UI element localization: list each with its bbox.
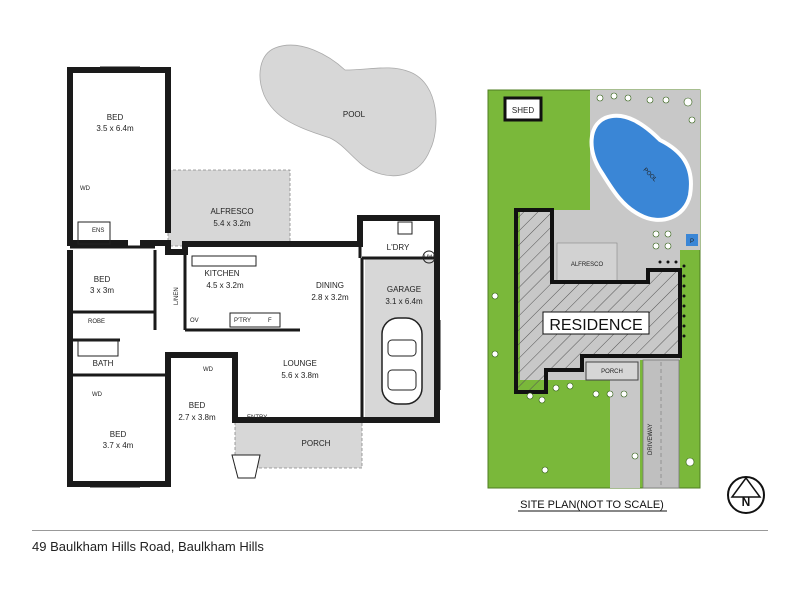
robe-label: ROBE: [88, 319, 105, 325]
north-label: N: [742, 495, 751, 509]
alfresco-size: 5.4 x 3.2m: [213, 219, 251, 228]
porch-label: PORCH: [302, 439, 331, 448]
bed4-size: 2.7 x 3.8m: [178, 413, 216, 422]
shrub-dots: [491, 92, 696, 474]
site-porch-label: PORCH: [601, 369, 623, 375]
floor-plan: POOL ALFRESCO 5.4 x 3.2m PORCH: [67, 44, 441, 488]
site-porch: [585, 361, 639, 381]
bed3-label: BED: [110, 430, 127, 439]
pantry-box: [229, 312, 281, 328]
hw-label: HW: [424, 255, 434, 261]
footer-address: 49 Baulkham Hills Road, Baulkham Hills: [32, 539, 264, 554]
entry-label: ENTRY: [247, 415, 267, 421]
f-label: F: [268, 318, 272, 324]
car-icon: [381, 317, 423, 405]
bed1-label: BED: [107, 113, 124, 122]
ens-label: ENS: [92, 228, 104, 234]
ensuite-box: [77, 221, 111, 245]
bed3-size: 3.7 x 4m: [103, 441, 134, 450]
garage-size: 3.1 x 6.4m: [385, 297, 423, 306]
pool-shape: [259, 44, 437, 177]
hedge-line: [658, 260, 686, 338]
site-alfresco-label: ALFRESCO: [571, 262, 604, 268]
alfresco-label: ALFRESCO: [210, 207, 253, 216]
laundry-tub: [397, 221, 413, 235]
dining-label: DINING: [316, 281, 344, 290]
garage-label: GARAGE: [387, 285, 421, 294]
bed2-size: 3 x 3m: [90, 286, 114, 295]
residence: [514, 208, 682, 394]
bed4-label: BED: [189, 401, 206, 410]
parking-marker: [686, 234, 698, 246]
pool-label: POOL: [343, 110, 366, 119]
residence-label: RESIDENCE: [549, 317, 642, 334]
kitchen-bench: [191, 255, 257, 267]
lounge-label: LOUNGE: [283, 359, 317, 368]
driveway-label: DRIVEWAY: [648, 424, 654, 455]
footer-divider: [32, 530, 768, 531]
shed: [503, 96, 543, 122]
shed-label: SHED: [512, 106, 534, 115]
north-arrow-icon: N: [727, 476, 765, 514]
site-plan: DRIVEWAY SHED POOL ALFRESCO RESIDENCE PO…: [487, 89, 765, 514]
site-plan-caption: SITE PLAN(NOT TO SCALE): [520, 499, 664, 511]
dining-size: 2.8 x 3.2m: [311, 293, 349, 302]
bed1-size: 3.5 x 6.4m: [96, 124, 134, 133]
front-step: [231, 454, 261, 479]
bath-label: BATH: [93, 359, 114, 368]
wd-label-3: WD: [203, 367, 214, 373]
ov-label: OV: [190, 318, 199, 324]
ldry-label: L'DRY: [387, 243, 410, 252]
site-alfresco: [556, 242, 618, 284]
kitchen-size: 4.5 x 3.2m: [206, 281, 244, 290]
wd-label-1: WD: [80, 186, 91, 192]
ptry-label: P'TRY: [234, 318, 251, 324]
hot-water-icon: [422, 250, 436, 264]
bed2-label: BED: [94, 275, 111, 284]
lounge-size: 5.6 x 3.8m: [281, 371, 319, 380]
site-pool: [589, 113, 693, 222]
kitchen-label: KITCHEN: [204, 269, 239, 278]
parking-label: P: [690, 239, 694, 245]
driveway: [642, 359, 680, 489]
lnen-label: L/NEN: [174, 287, 180, 305]
bath-tub: [77, 339, 119, 357]
wd-label-2: WD: [92, 392, 103, 398]
